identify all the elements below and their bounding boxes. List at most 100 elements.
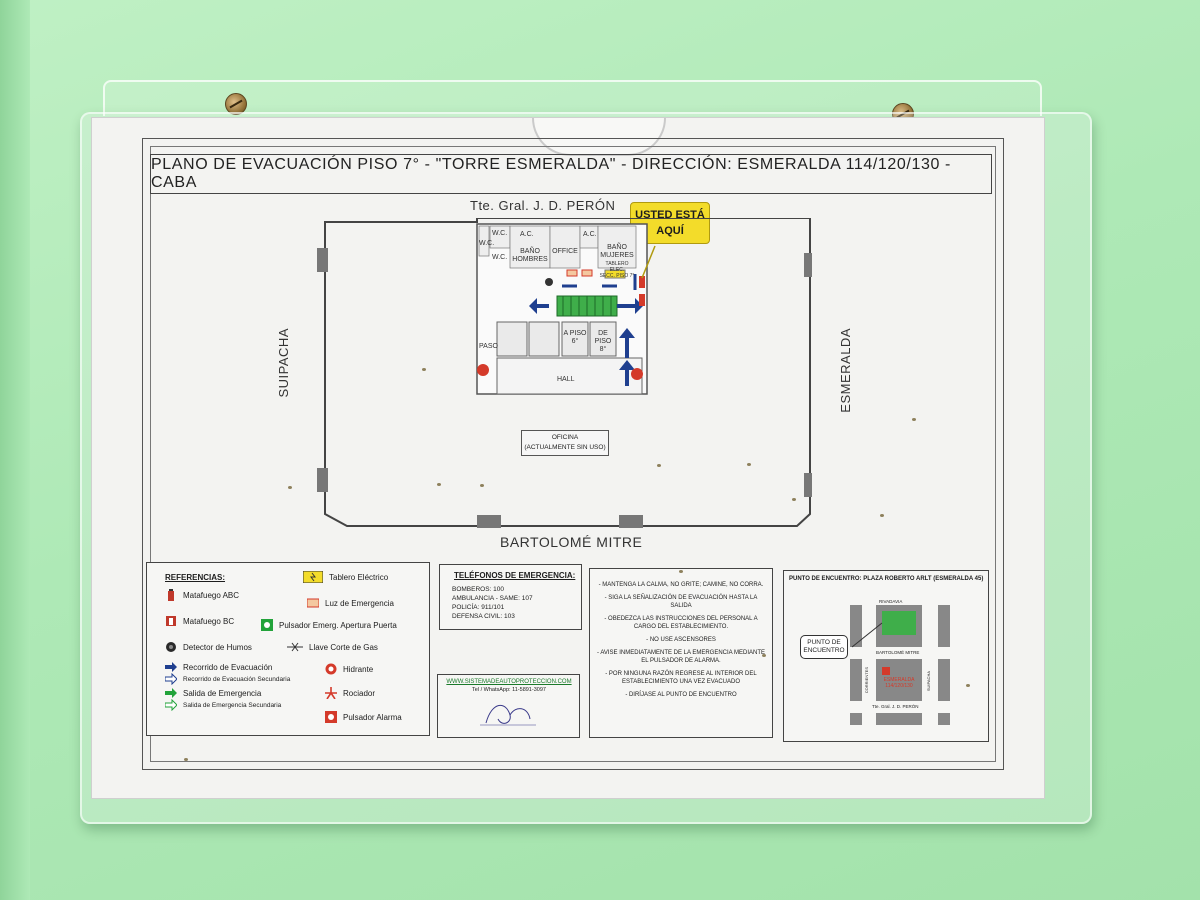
phones-panel: TELÉFONOS DE EMERGENCIA: BOMBEROS: 100 A… [439,564,582,630]
stair-box-down [561,321,589,357]
dirt-speck [480,484,484,487]
floor-plan: W.C. W.C. W.C. A.C. A.C. BAÑO HOMBRES OF… [317,218,812,528]
hydrant-marker [477,364,489,376]
oficina-label: OFICINA (ACTUALMENTE SIN USO) [521,430,609,456]
ref-luz-emergencia: Luz de Emergencia [307,597,394,609]
website-url: WWW.SISTEMADEAUTOPROTECCION.COM [446,679,572,685]
dirt-speck [679,570,683,573]
phone-policia: POLICÍA: 911/101 [452,604,505,611]
building-outline [324,218,811,527]
ref-label: Matafuego BC [183,616,235,626]
dirt-speck [184,758,188,761]
ref-salida: Salida de Emergencia [165,687,261,699]
ref-label: Tablero Eléctrico [329,572,389,582]
tablero-label: TABLERO ELEC. SECC. PISO 7° [598,261,636,279]
left-screw-icon [225,93,247,115]
ref-label: Detector de Humos [183,642,252,652]
map-street-left: CORRIENTES [864,667,869,694]
website-panel: WWW.SISTEMADEAUTOPROTECCION.COM Tel / Wh… [437,674,580,738]
dirt-speck [288,486,292,489]
ref-matafuego-bc: Matafuego BC [165,615,234,627]
bano-mujeres-label: BAÑO MUJERES [598,244,636,260]
map-block [850,659,862,701]
oficina-line-1: OFICINA [551,434,579,441]
de-piso-label: DE PISO 8° [590,330,616,354]
wc-room [478,225,490,257]
alarm-button-icon [325,711,337,723]
dirt-speck [792,498,796,501]
outline-green-arrow-icon [165,699,177,711]
ref-recorrido-secundaria: Recorrido de Evacuación Secundaria [165,673,290,685]
smoke-detector-marker [545,278,553,286]
dirt-speck [880,514,884,517]
map-block [938,713,950,725]
ref-pulsador-alarma: Pulsador Alarma [325,711,402,723]
plaza-green [882,611,916,635]
floor-plan-drawing [317,218,812,528]
outline-arrow-icon [165,673,177,685]
meeting-point-title: PUNTO DE ENCUENTRO: PLAZA ROBERTO ARLT (… [789,576,984,582]
bubble-pointer [851,622,883,648]
sprinkler-icon [325,687,337,699]
bano-mujeres-line-1: BAÑO [607,244,627,251]
ref-matafuego-abc: Matafuego ABC [165,589,239,601]
meeting-point-bubble: PUNTO DE ENCUENTRO [800,635,848,659]
core-lower [496,357,643,395]
de-piso-line-2: 8° [599,346,607,353]
ref-recorrido: Recorrido de Evacuación [165,661,272,673]
instruction-6: - POR NINGUNA RAZÓN REGRESE AL INTERIOR … [605,671,757,685]
ref-label: Matafuego ABC [183,590,240,600]
instruction-3: - OBEDEZCA LAS INSTRUCCIONES DEL PERSONA… [604,616,758,630]
instruction-2: - SIGA LA SEÑALIZACIÓN DE EVACUACIÓN HAS… [604,595,758,609]
hydrant-marker [631,368,643,380]
ref-label: Recorrido de Evacuación [183,662,273,672]
map-block [876,713,922,725]
you-are-here-line-2: AQUÍ [656,225,684,237]
bano-mujeres-room [597,225,637,269]
acrylic-holder-back [103,80,1042,116]
references-title: REFERENCIAS: [165,573,226,582]
map-street-top: RIVADAVIA [879,599,903,604]
ref-label: Recorrido de Evacuación Secundaria [183,675,291,683]
emergency-light-icon [307,598,319,608]
instruction-7: - DIRÍJASE AL PUNTO DE ENCUENTRO [625,692,737,698]
ref-salida-secundaria: Salida de Emergencia Secundaria [165,699,281,711]
map-street-right: SUIPACHA [926,671,931,692]
oficina-line-2: (ACTUALMENTE SIN USO) [524,444,606,451]
bano-hombres-line-2: HOMBRES [512,256,548,263]
street-left: SUIPACHA [276,328,291,398]
ref-label: Llave Corte de Gas [309,642,378,652]
street-right: ESMERALDA [838,328,853,413]
smoke-detector-icon [166,642,176,652]
column-block [317,248,328,272]
column-block [619,515,643,528]
ref-rociador: Rociador [325,687,375,699]
street-bottom: BARTOLOMÉ MITRE [500,534,643,550]
a-piso-line-1: A PISO [563,330,587,337]
dirt-speck [762,654,766,657]
signature-stamp-icon [480,705,536,726]
ref-pulsador-puerta: Pulsador Emerg. Apertura Puerta [261,619,397,631]
meeting-point-map [850,605,950,725]
ac-label-2: A.C. [583,231,597,238]
fire-extinguisher-abc-icon [168,589,174,601]
map-street-bottom: Tte. Gral. J. D. PERÓN [872,704,919,709]
hydrant-icon [325,663,337,675]
you-are-here-pointer [641,245,656,279]
green-arrow-icon [165,688,177,698]
ref-label: Pulsador Emerg. Apertura Puerta [279,620,397,630]
ref-label: Hidrante [343,664,374,674]
emergency-light-marker [566,269,578,277]
street-top: Tte. Gral. J. D. PERÓN [470,198,616,213]
meeting-point-panel: PUNTO DE ENCUENTRO: PLAZA ROBERTO ARLT (… [783,570,989,742]
bano-mujeres-line-2: MUJERES [600,252,634,259]
paso-label: PASO [479,343,498,350]
tablero-line-2: SECC. PISO 7° [599,273,635,279]
gas-valve-icon [287,642,303,652]
elevator [528,321,560,357]
dirt-speck [747,463,751,466]
ref-label: Rociador [343,688,376,698]
dirt-speck [422,368,426,371]
map-building-line-2: 114/120/130 [885,683,913,689]
column-block [804,253,812,277]
